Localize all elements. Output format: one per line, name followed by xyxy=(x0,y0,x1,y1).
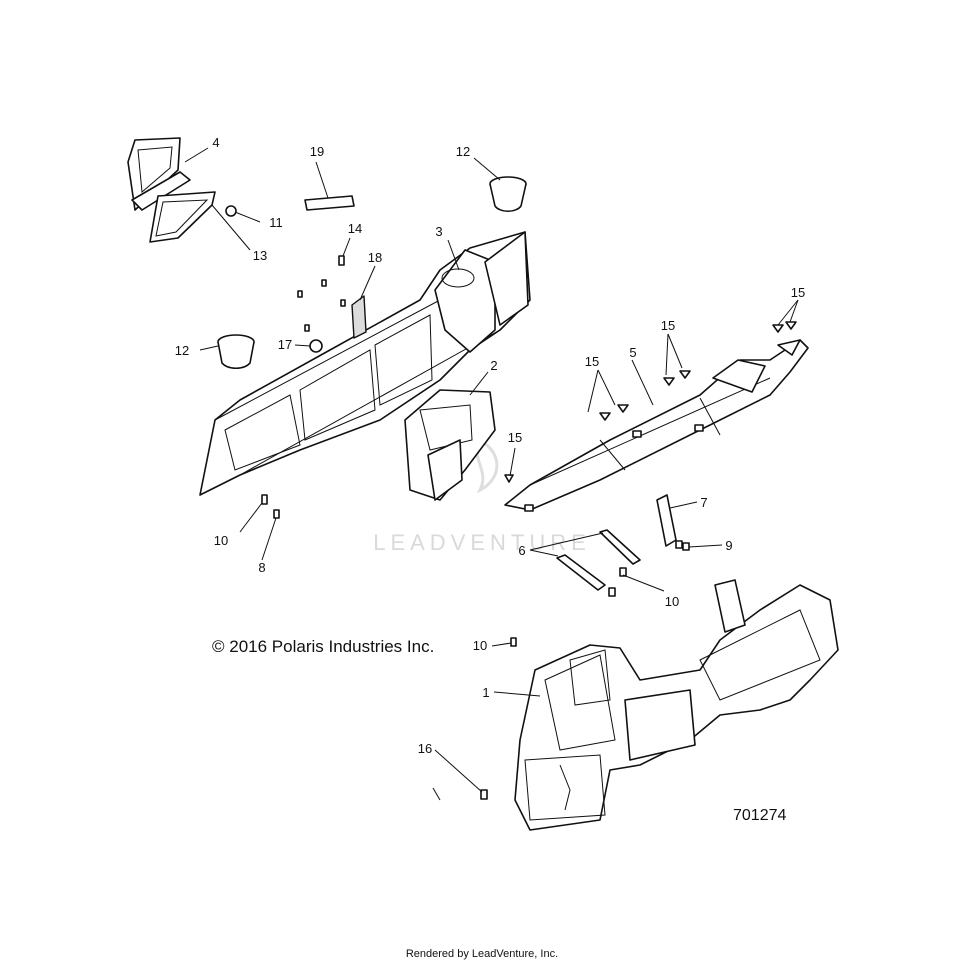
cup-holder-upper xyxy=(489,176,527,213)
lower-dash-box xyxy=(404,389,496,501)
screw-left xyxy=(261,494,268,505)
callout-14: 14 xyxy=(348,221,362,236)
callout-2: 2 xyxy=(490,358,497,373)
callout-3: 3 xyxy=(435,224,442,239)
callout-15-b: 15 xyxy=(661,318,675,333)
screw-16 xyxy=(480,789,488,800)
watermark-text: LEADVENTURE xyxy=(373,530,591,555)
render-credit: Rendered by LeadVenture, Inc. xyxy=(406,948,558,960)
leader-lines xyxy=(184,147,799,801)
callout-16: 16 xyxy=(418,741,432,756)
knob xyxy=(309,339,323,353)
callout-18: 18 xyxy=(368,250,382,265)
diagram-number: 701274 xyxy=(733,807,786,824)
clip-left xyxy=(273,509,280,519)
callout-15-d: 15 xyxy=(508,430,522,445)
glovebox-door xyxy=(127,137,191,211)
clip xyxy=(225,205,237,217)
dash-upper-panel xyxy=(199,231,531,496)
callout-13: 13 xyxy=(253,248,267,263)
callout-7: 7 xyxy=(700,495,707,510)
callout-5: 5 xyxy=(629,345,636,360)
callout-6: 6 xyxy=(518,543,525,558)
screw-lower xyxy=(510,637,517,647)
dash-top-cover xyxy=(504,339,809,512)
callout-11: 11 xyxy=(269,215,283,230)
leadventure-watermark: LEADVENTURE xyxy=(373,437,591,555)
cup-holder-lower xyxy=(217,334,255,370)
callout-1: 1 xyxy=(482,685,489,700)
callout-19: 19 xyxy=(310,144,324,159)
callout-10-mid: 10 xyxy=(665,594,679,609)
door-seal xyxy=(149,191,216,243)
bracket xyxy=(656,494,683,549)
vent-grille xyxy=(351,295,367,339)
lower-dash-assembly xyxy=(514,579,839,831)
callout-labels: 4 19 12 11 13 14 18 3 12 17 2 10 8 15 5 … xyxy=(175,135,805,756)
dash-fasteners xyxy=(297,255,346,332)
trim-strip xyxy=(304,195,355,211)
screw-9 xyxy=(682,542,690,551)
callout-12-upper: 12 xyxy=(456,144,470,159)
callout-10-lower: 10 xyxy=(473,638,487,653)
callout-17: 17 xyxy=(278,337,292,352)
callout-4: 4 xyxy=(212,135,219,150)
callout-15-c: 15 xyxy=(791,285,805,300)
support-rods xyxy=(556,529,641,597)
callout-9: 9 xyxy=(725,538,732,553)
copyright-notice: © 2016 Polaris Industries Inc. xyxy=(212,637,434,656)
callout-15-a: 15 xyxy=(585,354,599,369)
callout-12-lower: 12 xyxy=(175,343,189,358)
callout-8: 8 xyxy=(258,560,265,575)
callout-10-left: 10 xyxy=(214,533,228,548)
